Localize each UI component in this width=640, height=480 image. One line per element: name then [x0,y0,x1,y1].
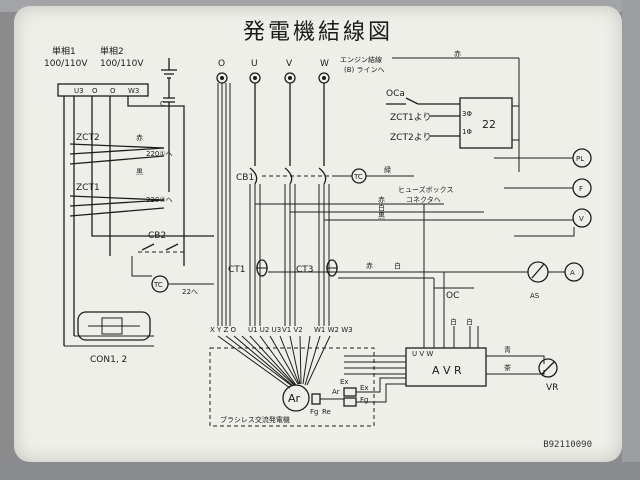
ar-label-small: Ar [332,388,340,396]
terminal-w-label: W [320,59,329,69]
wire-color-white-2: 白 [394,261,401,270]
ex-label-1: Ex [340,378,349,386]
wire-color-red-3: 赤 [378,196,385,204]
zct2-from-label: ZCT2より [390,132,432,143]
single-phase-terminal-block [57,83,149,97]
voltage-2-label: 100/110V [100,59,144,69]
terminal-u-label: U [251,59,258,69]
ground-symbol [161,58,177,79]
cb1-switch [249,167,334,185]
wiring-diagram: 単相1 単相2 100/110V 100/110V U3 O O W3 C O … [44,45,592,427]
to-22-label: 22へ [182,288,198,296]
tc-label-2: TC [153,281,163,289]
armature-ar [282,384,310,412]
exciter-2 [343,397,357,407]
con-label: CON1, 2 [90,355,127,365]
engine-note-line-2: (B) ラインへ [344,66,385,74]
as-label: AS [530,292,540,300]
wire-color-white-1: 白 [378,203,385,212]
fuse-note-line-2: コネクタへ [406,195,441,204]
variable-resistor-vr [538,358,558,378]
terminal-o-label: O [218,59,225,69]
serial-code: B92110090 [543,440,592,450]
w-row-label: W1 W2 W3 [314,326,353,334]
generator-box [209,347,375,427]
capacitor-label: C [160,100,165,108]
wire-color-black-1: 黒 [136,168,143,176]
meter-pl: PL [572,148,592,168]
to-220-1-label: 220①へ [146,150,173,158]
one-phase-label: 1Φ [462,128,472,136]
oc-label: OC [446,291,459,301]
wire-color-black-2: 黒 [378,212,385,220]
wire-color-blue-1: 青 [504,345,511,354]
avr-terminals-label: U V W [412,350,433,358]
tc-label: TC [353,173,363,181]
meter-v-label: V [579,215,584,223]
meter-v: V [572,208,592,228]
u-row-label: U1 U2 U3 [248,326,281,334]
three-phase-label: 3Φ [462,110,472,118]
wire-color-white-4: 白 [466,317,473,326]
engine-note-line-1: エンジン結線 [340,55,382,64]
meter-pl-label: PL [576,155,584,163]
terminal-w3: W3 [128,87,139,95]
background-panel-right [622,0,640,480]
relay-22-label: 22 [482,118,496,131]
zct2-label: ZCT2 [76,133,100,143]
armature-ar-label: Ar [288,392,301,405]
terminal-o-1: O [92,87,98,95]
cb2-label: CB2 [148,231,166,241]
zct1-label: ZCT1 [76,183,100,193]
wire-color-red-4: 赤 [366,262,373,270]
wire-color-brown-1: 茶 [504,363,511,372]
wire-color-white-3: 白 [450,317,457,326]
relay-22-box [459,97,513,149]
ammeter-switch: AS [527,261,549,300]
terminal-o-2: O [110,87,116,95]
ct1-label: CT1 [228,265,246,275]
fg-label: Fg [310,408,318,416]
zct1-from-label: ZCT1より [390,112,432,123]
to-220-3-label: 220③へ [146,196,173,204]
meter-a-label: A [570,269,575,277]
terminal-v-label: V [286,59,293,69]
wire-color-red-2: 赤 [136,134,143,142]
re-label: Re [322,408,331,416]
connector-con [77,311,151,341]
vr-label: VR [546,383,558,393]
ct1-coil [256,259,268,277]
exciter-1 [343,387,357,397]
fg-label-2: Fg [360,396,368,404]
background-panel-bottom [0,462,640,480]
ct3-label: CT3 [296,265,314,275]
cb1-label: CB1 [236,173,254,183]
v-row-label: V1 V2 [282,326,303,334]
meter-f-label: F [579,185,583,193]
output-terminals: O U V W [216,59,330,84]
ct3-coil [326,259,338,277]
wire-color-green-1: 緑 [384,165,391,174]
avr-box: U V W A V R [405,347,487,387]
wire-color-red-1: 赤 [454,50,461,58]
fuse-note-line-1: ヒューズボックス [398,185,453,194]
rectifier [311,393,321,405]
oca-label: OCa [386,89,405,99]
single-phase-1-label: 単相1 [52,45,76,57]
meter-a: A [564,262,584,282]
terminal-u3: U3 [74,87,84,95]
generator-label: ブラシレス交流発電機 [220,415,290,424]
meter-f: F [572,178,592,198]
page-title: 発電機結線図 [242,20,393,45]
avr-label: A V R [432,364,462,377]
single-phase-2-label: 単相2 [100,45,124,57]
xyz-label: X Y Z O [210,326,237,334]
wiring-diagram-plate: 発電機結線図 単相1 単相2 100/110V 100/110V U3 O O … [14,6,622,462]
voltage-1-label: 100/110V [44,59,88,69]
ex-label-2: Ex [360,384,369,392]
